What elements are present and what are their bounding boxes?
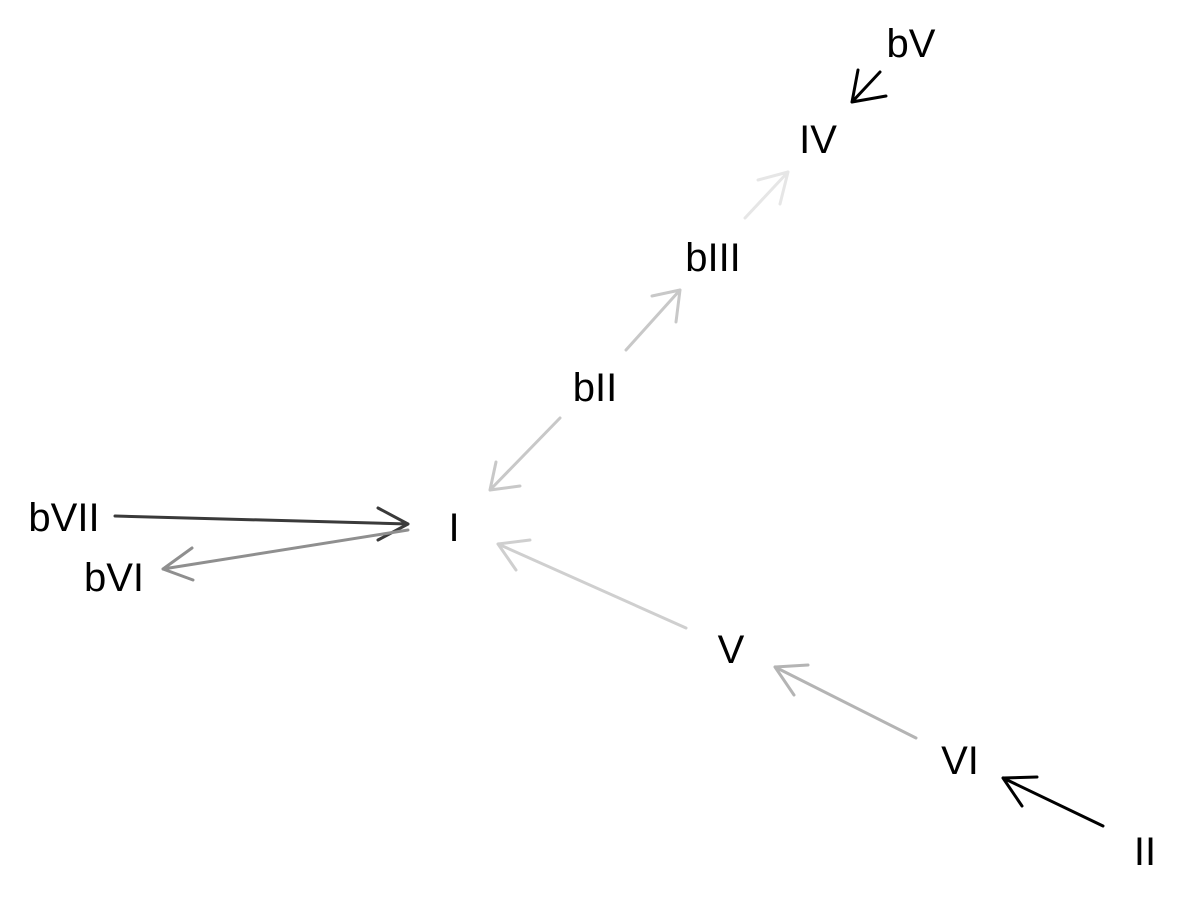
edge-II-to-VI <box>1001 775 1105 828</box>
nodes-layer: I bII bIII IV bV V VI II bVI bVII <box>28 22 1156 874</box>
node-IV: IV <box>799 118 837 162</box>
edge-bII-to-I <box>488 416 562 492</box>
edge-V-to-I <box>496 538 688 630</box>
node-VI: VI <box>941 739 979 783</box>
node-bII: bII <box>573 366 617 410</box>
edge-bII-to-bIII <box>624 288 682 352</box>
node-bVI: bVI <box>84 556 144 600</box>
node-II: II <box>1134 830 1156 874</box>
node-bV: bV <box>887 22 936 66</box>
edge-I-to-bVI <box>161 528 410 582</box>
edge-bVII-to-I <box>113 506 410 542</box>
node-V: V <box>718 628 745 672</box>
node-I: I <box>448 506 459 550</box>
edge-VI-to-V <box>773 663 918 740</box>
node-bIII: bIII <box>685 236 741 280</box>
edge-bIII-to-IV <box>743 170 790 220</box>
node-bVII: bVII <box>28 496 99 540</box>
edges-layer <box>113 68 1105 828</box>
edge-bV-to-IV <box>850 68 888 104</box>
